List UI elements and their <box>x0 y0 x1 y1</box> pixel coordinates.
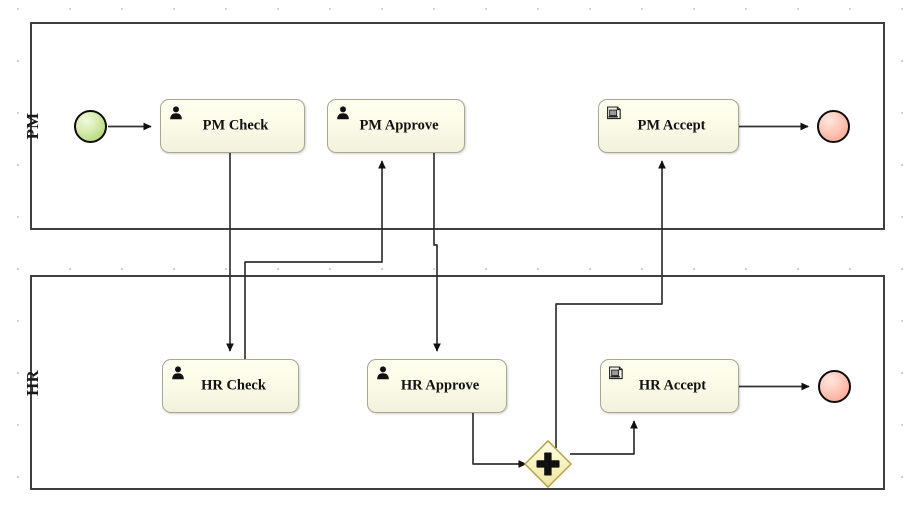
task-label: PM Approve <box>359 117 439 134</box>
task-hr-accept[interactable]: HR Accept <box>600 359 739 413</box>
flow-hr-check-to-pm-approve <box>244 160 386 359</box>
script-task-icon <box>608 365 624 381</box>
user-task-icon <box>168 105 184 121</box>
task-label: PM Check <box>202 117 269 134</box>
user-task-icon <box>335 105 351 121</box>
parallel-gateway[interactable] <box>523 439 573 494</box>
task-hr-approve[interactable]: HR Approve <box>367 359 507 413</box>
task-pm-approve[interactable]: PM Approve <box>327 99 465 153</box>
user-task-icon <box>375 365 391 381</box>
flow-gateway-to-pm-accept <box>555 160 666 448</box>
flow-pm-approve-to-hr-approve <box>433 153 441 352</box>
end-event-pm[interactable] <box>817 110 850 143</box>
flow-hr-approve-to-gateway <box>472 413 527 468</box>
task-label: HR Approve <box>400 377 480 394</box>
user-task-icon <box>170 365 186 381</box>
task-label: HR Accept <box>638 377 707 394</box>
end-event-hr[interactable] <box>818 370 851 403</box>
task-hr-check[interactable]: HR Check <box>162 359 299 413</box>
script-task-icon <box>606 105 622 121</box>
flow-gateway-to-hr-accept <box>570 420 638 455</box>
task-pm-accept[interactable]: PM Accept <box>598 99 739 153</box>
task-label: PM Accept <box>637 117 706 134</box>
plus-icon <box>536 452 560 476</box>
task-label: HR Check <box>201 377 266 394</box>
start-event-pm[interactable] <box>74 110 107 143</box>
task-pm-check[interactable]: PM Check <box>160 99 305 153</box>
